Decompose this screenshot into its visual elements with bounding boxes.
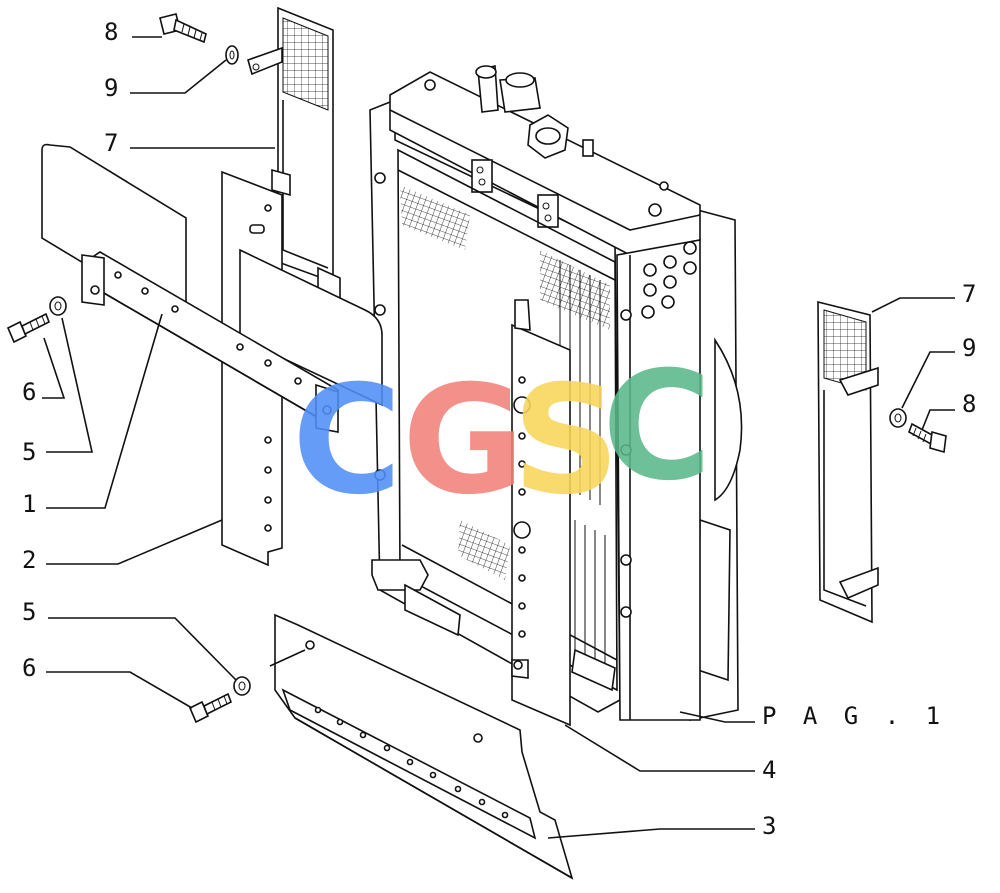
leader-lines	[42, 36, 955, 839]
leader-6-left	[42, 337, 66, 399]
callout-7-top: 7	[104, 129, 118, 157]
callout-3: 3	[762, 812, 776, 840]
watermark-letter-3: S	[512, 354, 620, 528]
leader-5-bottom	[48, 617, 237, 681]
callout-labels: 8 9 7 6 5 1 2 5 6 7 9 8 4 3 P A G . 1	[22, 18, 976, 840]
watermark-letter-2: G	[402, 354, 525, 528]
page-reference: P A G . 1	[762, 702, 946, 730]
leader-pag	[679, 711, 755, 723]
washer-5-left-icon	[49, 296, 67, 316]
callout-8-top: 8	[104, 18, 118, 46]
bolt-8-right-icon	[908, 422, 947, 454]
callout-8-right: 8	[962, 390, 976, 418]
bolt-8-top-icon	[159, 13, 207, 44]
callout-5-left: 5	[22, 438, 36, 466]
leader-6-bottom	[46, 671, 193, 709]
bolt-6-bottom-icon	[188, 692, 233, 724]
callout-7-right: 7	[962, 280, 976, 308]
watermark-letter-4: C	[602, 340, 712, 514]
callout-5-bottom: 5	[22, 598, 36, 626]
part-1-retaining-strip	[81, 251, 339, 433]
leader-2	[46, 519, 223, 565]
part-7-right-grille	[817, 300, 879, 624]
washer-9-top-icon	[225, 45, 239, 65]
rubber-seal-panel	[41, 143, 187, 327]
washer-5-bottom-icon	[233, 676, 251, 696]
leader-5-left	[46, 317, 93, 453]
leader-8-right	[921, 409, 955, 431]
callout-6-bottom: 6	[22, 654, 36, 682]
callout-6-left: 6	[22, 378, 36, 406]
part-4-bracket	[511, 299, 571, 727]
leader-1	[46, 313, 163, 509]
callout-2: 2	[22, 546, 36, 574]
leader-bolt-axis	[269, 649, 306, 667]
leader-9-top	[130, 59, 227, 94]
callout-1: 1	[22, 490, 36, 518]
watermark-letter-1: C	[292, 354, 402, 528]
watermark-logo: C G S C	[292, 340, 712, 528]
leader-4	[564, 724, 755, 772]
bolt-6-left-icon	[6, 312, 51, 344]
leader-9-right	[901, 351, 955, 409]
callout-9-right: 9	[962, 334, 976, 362]
leader-7-right	[871, 297, 955, 313]
callout-9-top: 9	[104, 74, 118, 102]
callout-4: 4	[762, 756, 776, 784]
washer-9-right-icon	[889, 408, 907, 428]
part-3-bottom-seal	[274, 613, 574, 880]
leader-3	[547, 828, 755, 839]
